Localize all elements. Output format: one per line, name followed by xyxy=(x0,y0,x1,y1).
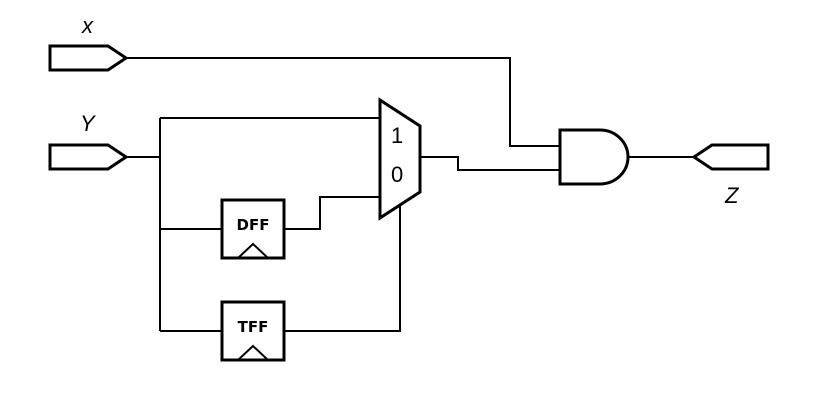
dff-block: DFF xyxy=(220,198,286,260)
tff-body xyxy=(220,300,286,362)
output-port-z: Z xyxy=(691,143,770,208)
wire-mux-to-and xyxy=(420,156,560,171)
input-port-x: x xyxy=(48,13,129,72)
dff-clock-icon xyxy=(237,242,269,259)
wire-tff-to-mux-select xyxy=(284,204,401,332)
input-y-label: Y xyxy=(80,111,96,136)
wire-dff-to-mux-0 xyxy=(284,196,380,230)
multiplexer: 1 0 xyxy=(378,97,422,221)
dff-label: DFF xyxy=(237,216,270,234)
mux-input-1-label: 1 xyxy=(391,123,403,148)
output-port-z-arrow xyxy=(691,143,770,171)
output-z-label: Z xyxy=(724,183,740,208)
mux-body xyxy=(378,97,422,221)
tff-block: TFF xyxy=(220,300,286,362)
mux-input-0-label: 0 xyxy=(391,162,403,187)
and-gate-body xyxy=(558,128,630,186)
tff-clock-icon xyxy=(237,344,269,361)
input-port-x-arrow xyxy=(48,44,129,72)
input-x-label: x xyxy=(81,13,94,38)
input-port-y: Y xyxy=(48,111,129,171)
wires xyxy=(126,57,694,332)
input-port-y-arrow xyxy=(48,143,129,171)
tff-label: TFF xyxy=(238,318,269,336)
and-gate xyxy=(558,128,640,186)
dff-body xyxy=(220,198,286,260)
wire-x-to-and xyxy=(126,57,560,147)
